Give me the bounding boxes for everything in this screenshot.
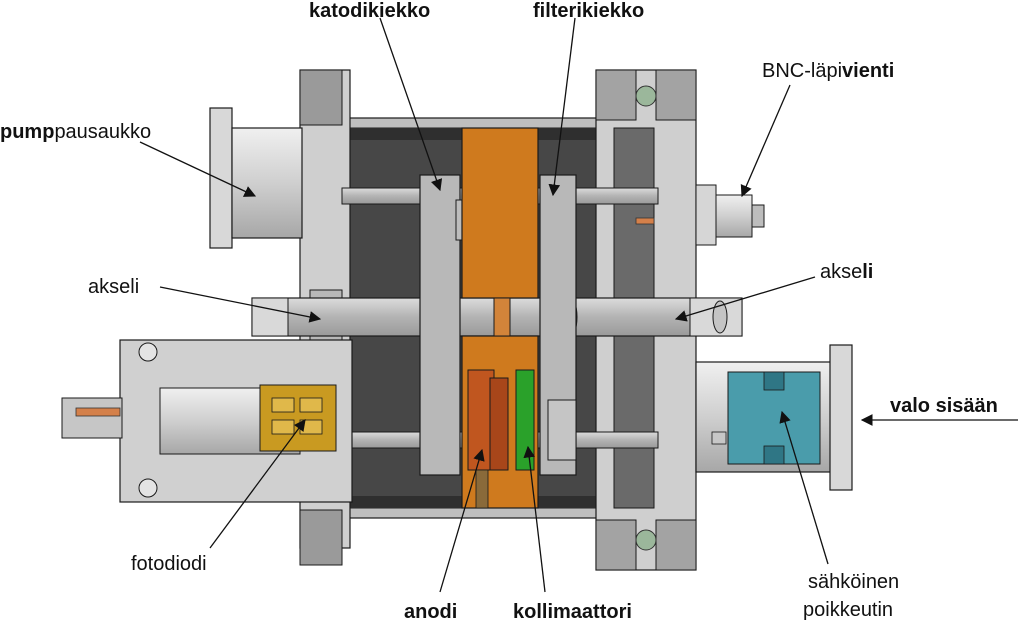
cathode-disc (419, 174, 477, 476)
leader-fotodiodi (209, 419, 306, 549)
label-bnc: BNC-läpivienti (762, 60, 894, 82)
collimator (515, 369, 535, 471)
label-anodi: anodi (404, 601, 457, 623)
label-pumppausaukko: pumppausaukko (0, 121, 151, 143)
label-poikkeutin: poikkeutin (803, 599, 893, 621)
photodiode-assembly (61, 339, 353, 503)
leader-katodikiekko (379, 17, 443, 192)
leader-lines (139, 17, 1018, 593)
pumping-port (209, 107, 303, 249)
label-filterikiekko: filterikiekko (533, 0, 644, 22)
leader-poikkeutin (779, 410, 829, 565)
label-katodikiekko: katodikiekko (309, 0, 430, 22)
leader-bnc (740, 84, 791, 198)
leader-akseli-right (674, 276, 816, 322)
leader-akseli-left (159, 286, 322, 323)
label-akseli-right: akseli (820, 261, 873, 283)
label-kollimaattori: kollimaattori (513, 601, 632, 623)
electric-deflector (711, 371, 821, 465)
label-sahkoinen: sähköinen (808, 571, 899, 593)
leader-pumppausaukko (139, 141, 257, 197)
filter-disc (539, 174, 577, 476)
bnc-feedthrough (635, 184, 765, 246)
label-valo-sisaan: valo sisään (890, 395, 998, 417)
leader-kollimaattori (523, 445, 546, 593)
label-fotodiodi: fotodiodi (131, 553, 207, 575)
leader-anodi (439, 448, 485, 593)
leader-filterikiekko (548, 17, 576, 197)
label-akseli-left: akseli (88, 276, 139, 298)
